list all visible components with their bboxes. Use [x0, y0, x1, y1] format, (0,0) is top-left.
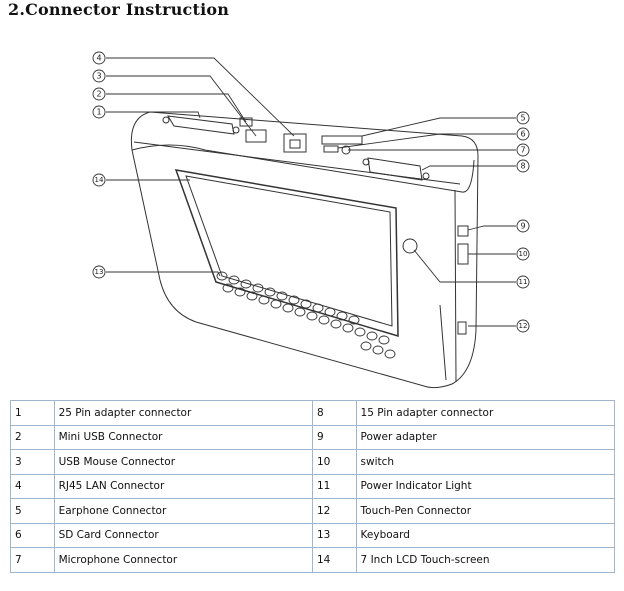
power-adapter-port [457, 225, 469, 237]
legend-number-cell: 14 [311, 547, 357, 573]
callout-14 [92, 173, 106, 187]
pin25-connector [167, 115, 235, 135]
callout-label-13: 13 [95, 268, 104, 276]
callouts [92, 51, 530, 333]
callout-label-11: 11 [519, 278, 528, 286]
legend-number-cell: 3 [10, 449, 55, 475]
pin15-connector [367, 157, 423, 181]
callout-label-2: 2 [96, 90, 101, 99]
callout-label-4: 4 [96, 54, 101, 63]
callout-label-3: 3 [96, 72, 101, 81]
legend-number-cell: 4 [10, 473, 55, 499]
legend-description-cell: USB Mouse Connector [53, 449, 313, 475]
callout-label-5: 5 [520, 114, 525, 123]
legend-number-cell: 10 [311, 449, 357, 475]
callout-13 [92, 265, 106, 279]
legend-description-cell: Earphone Connector [53, 498, 313, 524]
callout-6 [516, 127, 530, 141]
callout-9 [516, 219, 530, 233]
callout-label-10: 10 [519, 250, 528, 258]
callout-2 [92, 87, 106, 101]
callout-8 [516, 159, 530, 173]
touch-pen-connector [457, 321, 467, 335]
callout-label-6: 6 [520, 130, 525, 139]
callout-10 [516, 247, 530, 261]
mini-usb-connector [239, 117, 253, 127]
callout-label-7: 7 [520, 146, 525, 155]
keyboard [216, 271, 396, 359]
legend-number-cell: 7 [10, 547, 55, 573]
legend-description-cell: 25 Pin adapter connector [53, 400, 313, 426]
callout-label-1: 1 [96, 108, 101, 117]
callout-5 [516, 111, 530, 125]
callout-3 [92, 69, 106, 83]
legend-number-cell: 1 [10, 400, 55, 426]
legend-number-cell: 2 [10, 424, 55, 450]
usb-mouse-connector [245, 129, 267, 143]
sd-card-connector [323, 145, 339, 153]
callout-7 [516, 143, 530, 157]
legend-number-cell: 9 [311, 424, 357, 450]
legend-number-cell: 8 [311, 400, 357, 426]
legend-description-cell: Keyboard [355, 522, 616, 548]
legend-description-cell: Touch-Pen Connector [355, 498, 616, 524]
page-title: 2.Connector Instruction [8, 0, 230, 19]
legend-number-cell: 12 [311, 498, 357, 524]
device-body [130, 111, 479, 389]
device-diagram: 1 2 3 4 5 6 7 8 9 10 11 12 13 14 [92, 51, 530, 389]
legend-description-cell: Mini USB Connector [53, 424, 313, 450]
legend-description-cell: 7 Inch LCD Touch-screen [355, 547, 616, 573]
callout-label-9: 9 [520, 222, 525, 231]
callout-11 [516, 275, 530, 289]
switch [457, 243, 469, 265]
callout-12 [516, 319, 530, 333]
legend-description-cell: 15 Pin adapter connector [355, 400, 616, 426]
callout-label-14: 14 [95, 176, 104, 184]
callout-4 [92, 51, 106, 65]
legend-number-cell: 5 [10, 498, 55, 524]
earphone-connector [321, 135, 363, 145]
callout-label-8: 8 [520, 162, 525, 171]
legend-description-cell: Microphone Connector [53, 547, 313, 573]
legend-description-cell: SD Card Connector [53, 522, 313, 548]
rj45-connector [283, 133, 307, 153]
legend-number-cell: 13 [311, 522, 357, 548]
legend-description-cell: Power Indicator Light [355, 473, 616, 499]
callout-1 [92, 105, 106, 119]
legend-description-cell: switch [355, 449, 616, 475]
legend-number-cell: 11 [311, 473, 357, 499]
legend-description-cell: Power adapter [355, 424, 616, 450]
legend-number-cell: 6 [10, 522, 55, 548]
legend-description-cell: RJ45 LAN Connector [53, 473, 313, 499]
power-indicator-light [402, 238, 418, 254]
callout-label-12: 12 [519, 322, 528, 330]
